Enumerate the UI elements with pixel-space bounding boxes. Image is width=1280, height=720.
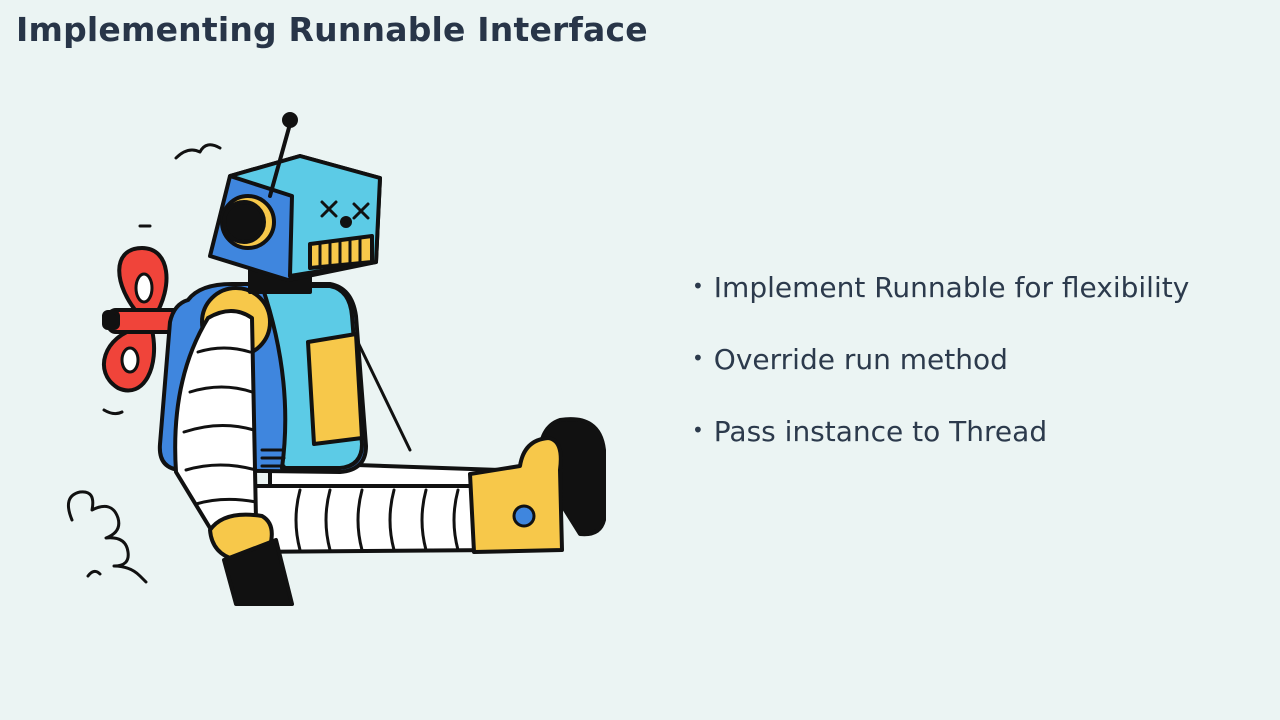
bullet-item: • Implement Runnable for flexibility [692,266,1189,312]
small-doodle [86,569,102,578]
bullet-item: • Override run method [692,338,1189,384]
bullet-text: Implement Runnable for flexibility [713,271,1190,304]
squiggle-doodle [66,490,148,584]
robot-arm [173,309,258,530]
robot-illustration [66,112,606,606]
torso-panel [306,332,364,446]
slide-title: Implementing Runnable Interface [16,10,648,49]
bullet-text: Override run method [713,343,1008,376]
robot-antenna [268,122,292,198]
bullet-item: • Pass instance to Thread [692,410,1189,456]
bullet-dot-icon: • [692,274,704,298]
boot-bolt-icon [512,504,536,528]
bird-doodle [174,143,222,160]
bullet-list: • Implement Runnable for flexibility • O… [692,266,1189,456]
robot-eye-left [320,200,338,218]
bullet-dot-icon: • [692,418,704,442]
robot-eye-right [352,202,370,220]
robot-boot-front [468,436,564,554]
bullet-dot-icon: • [692,346,704,370]
bullet-text: Pass instance to Thread [713,415,1048,448]
